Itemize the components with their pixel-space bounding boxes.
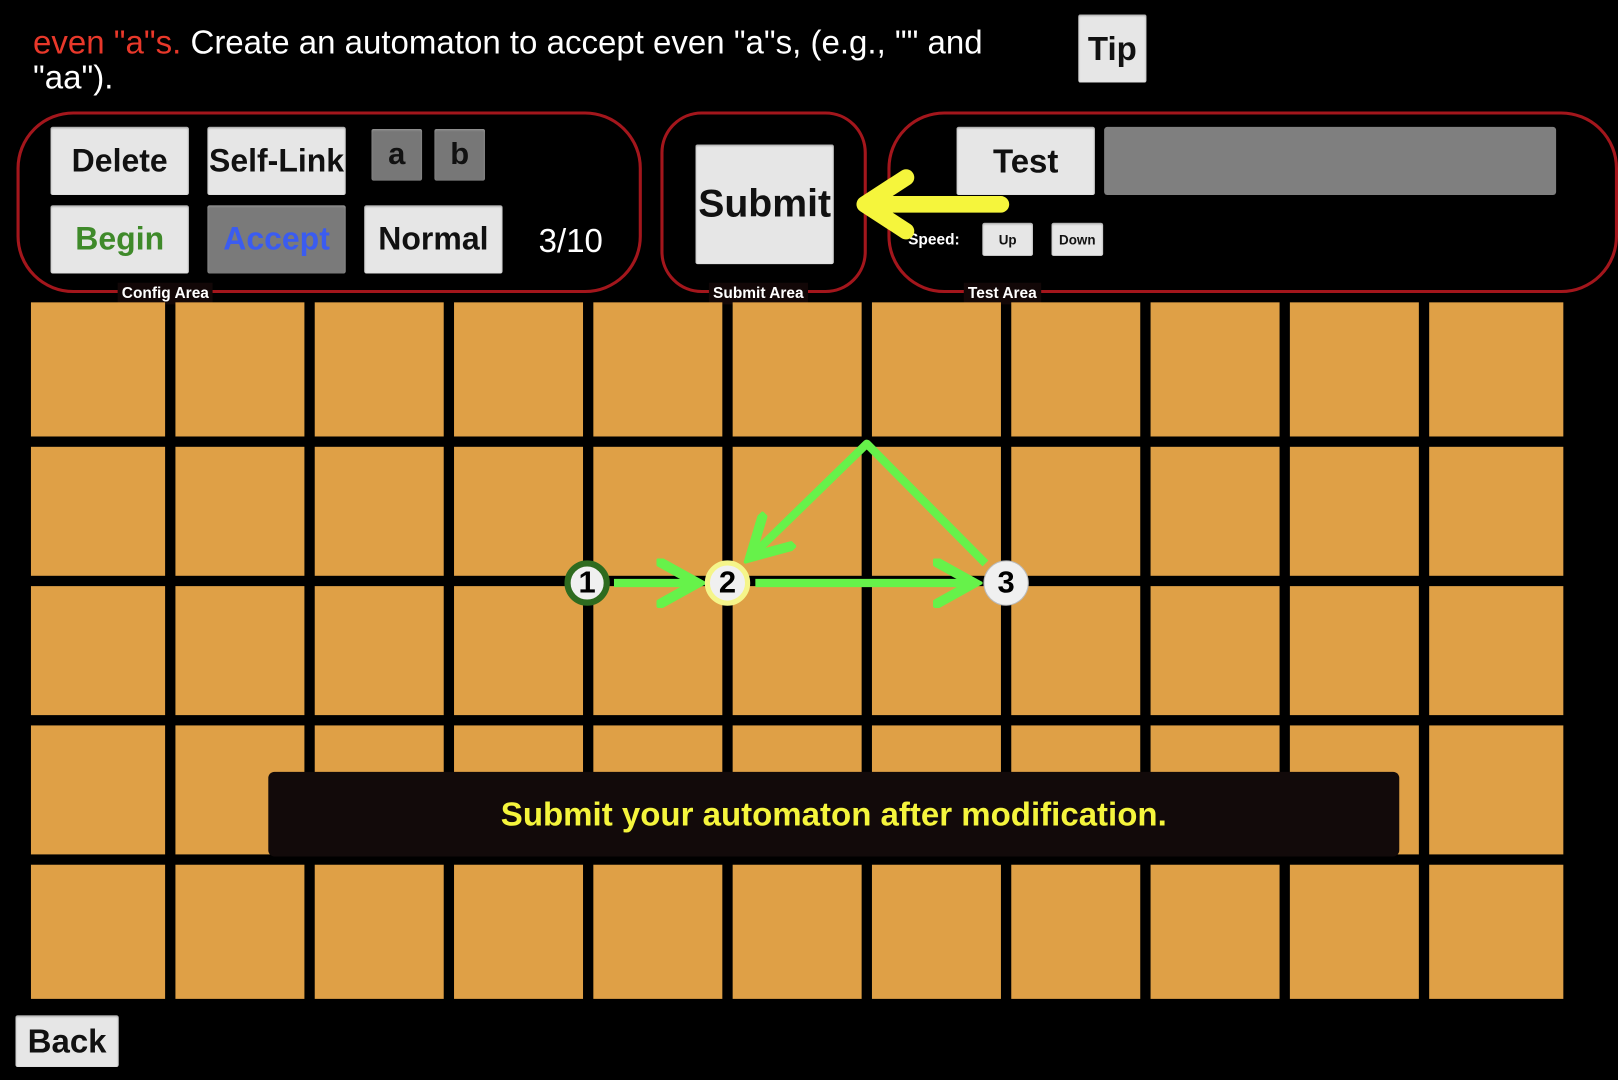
state-1-begin[interactable]: 1: [564, 560, 610, 606]
symbol-a-button[interactable]: a: [371, 128, 423, 181]
grid-cell[interactable]: [454, 864, 584, 999]
grid-cell[interactable]: [1011, 302, 1141, 437]
accept-button[interactable]: Accept: [207, 205, 346, 274]
grid-cell[interactable]: [30, 725, 166, 855]
grid-cell[interactable]: [1429, 725, 1564, 855]
back-button[interactable]: Back: [15, 1015, 119, 1067]
grid-cell[interactable]: [30, 586, 166, 716]
grid-cell[interactable]: [1289, 864, 1419, 999]
submit-button[interactable]: Submit: [695, 144, 834, 265]
grid-cell[interactable]: [732, 586, 862, 716]
state-3-normal[interactable]: 3: [983, 560, 1029, 606]
grid-cell[interactable]: [454, 586, 584, 716]
grid-cell[interactable]: [1011, 446, 1141, 576]
speed-label: Speed:: [908, 231, 960, 249]
grid-cell[interactable]: [1429, 446, 1564, 576]
grid-cell[interactable]: [454, 302, 584, 437]
speed-up-button[interactable]: Up: [982, 222, 1033, 256]
grid-cell[interactable]: [1289, 446, 1419, 576]
toast-message: Submit your automaton after modification…: [268, 771, 1400, 857]
state-2-accept[interactable]: 2: [704, 560, 751, 606]
config-area-label: Config Area: [117, 282, 214, 305]
grid-cell[interactable]: [593, 302, 723, 437]
grid-cell[interactable]: [314, 446, 444, 576]
grid-cell[interactable]: [175, 586, 305, 716]
grid-cell[interactable]: [1429, 302, 1564, 437]
grid-cell[interactable]: [871, 864, 1001, 999]
submit-area-label: Submit Area: [708, 282, 808, 305]
task-prompt: even "a"s. Create an automaton to accept…: [33, 25, 1065, 95]
grid-cell[interactable]: [593, 446, 723, 576]
grid-cell[interactable]: [314, 864, 444, 999]
grid-cell[interactable]: [314, 586, 444, 716]
grid-cell[interactable]: [871, 302, 1001, 437]
grid-cell[interactable]: [175, 302, 305, 437]
grid-cell[interactable]: [30, 302, 166, 437]
pointer-arrow-icon: [856, 169, 1010, 240]
grid-cell[interactable]: [593, 864, 723, 999]
speed-down-button[interactable]: Down: [1051, 222, 1104, 256]
grid-cell[interactable]: [732, 302, 862, 437]
grid-cell[interactable]: [1150, 586, 1280, 716]
begin-button[interactable]: Begin: [50, 205, 189, 274]
config-area: [16, 111, 642, 294]
self-link-button[interactable]: Self-Link: [207, 126, 346, 196]
transition-3-2[interactable]: [750, 439, 989, 567]
task-description: Create an automaton to accept even "a"s,…: [33, 23, 983, 96]
grid-cell[interactable]: [314, 302, 444, 437]
grid-cell[interactable]: [1429, 864, 1564, 999]
grid-cell[interactable]: [30, 446, 166, 576]
grid-cell[interactable]: [1429, 586, 1564, 716]
tip-button[interactable]: Tip: [1078, 14, 1147, 83]
grid-cell[interactable]: [454, 446, 584, 576]
grid-cell[interactable]: [175, 864, 305, 999]
grid-cell[interactable]: [1289, 586, 1419, 716]
grid-cell[interactable]: [732, 864, 862, 999]
grid-cell[interactable]: [175, 446, 305, 576]
grid-cell[interactable]: [1150, 864, 1280, 999]
task-title: even "a"s.: [33, 23, 182, 61]
test-input[interactable]: [1104, 126, 1557, 196]
test-area-label: Test Area: [963, 282, 1041, 305]
grid-cell[interactable]: [1150, 446, 1280, 576]
grid-cell[interactable]: [1150, 302, 1280, 437]
symbol-b-button[interactable]: b: [434, 128, 485, 181]
grid-cell[interactable]: [1011, 586, 1141, 716]
delete-button[interactable]: Delete: [50, 126, 189, 196]
grid-cell[interactable]: [1011, 864, 1141, 999]
test-button[interactable]: Test: [956, 126, 1095, 196]
normal-button[interactable]: Normal: [364, 205, 503, 274]
state-count: 3/10: [538, 221, 603, 260]
grid-cell[interactable]: [1289, 302, 1419, 437]
grid-cell[interactable]: [30, 864, 166, 999]
